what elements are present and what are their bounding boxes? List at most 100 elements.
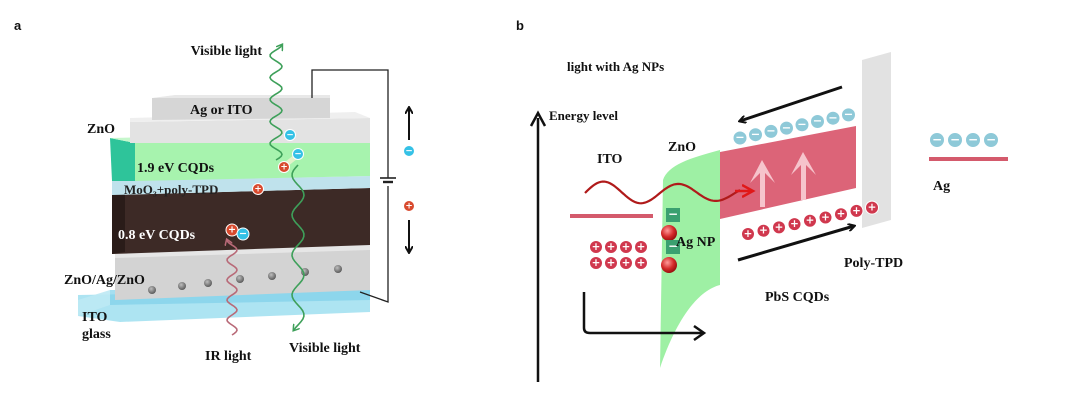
electron-icon: − [965, 132, 981, 148]
svg-text:+: + [637, 241, 646, 253]
hole-icon: + [604, 256, 618, 270]
svg-text:−: − [813, 115, 822, 128]
svg-text:+: + [254, 184, 261, 194]
svg-text:+: + [622, 257, 631, 269]
ito-label: ITO [82, 310, 108, 325]
svg-text:−: − [968, 132, 978, 146]
svg-text:+: + [280, 162, 287, 172]
electron-icon: − [292, 148, 304, 160]
ag-np-sphere [661, 225, 677, 241]
electron-icon: − [403, 145, 415, 157]
energy-axis-arrowhead [529, 110, 547, 127]
svg-text:+: + [405, 201, 412, 211]
svg-text:+: + [790, 218, 799, 230]
hole-icon: + [619, 256, 633, 270]
hole-icon: + [225, 223, 239, 237]
svg-text:+: + [592, 257, 601, 269]
electron-icon: − [794, 117, 810, 133]
hole-icon: + [252, 183, 264, 195]
cqd-1-9-label: 1.9 eV CQDs [137, 161, 215, 176]
excitation-arrow-up [750, 160, 775, 207]
panel-b-label: b [516, 18, 524, 33]
hole-icon: + [278, 161, 290, 173]
hole-icon: + [403, 200, 415, 212]
visible-light-bottom-label: Visible light [289, 341, 361, 356]
svg-text:−: − [782, 121, 791, 134]
zno-label: ZnO [87, 122, 115, 137]
electron-icon: − [732, 130, 748, 146]
electron-icon: − [841, 107, 856, 123]
incident-light-wave [584, 180, 741, 205]
ir-cqd-layer [112, 188, 370, 254]
excitation-arrow-up [791, 152, 816, 200]
hole-icon: + [803, 213, 817, 228]
electron-icon: − [947, 132, 963, 148]
ir-light-label: IR light [205, 349, 252, 364]
electron-transport-arrow [740, 85, 843, 121]
svg-text:+: + [228, 225, 236, 236]
electron-icon: − [763, 123, 779, 139]
svg-text:−: − [405, 146, 412, 156]
poly-tpd-label: Poly-TPD [844, 256, 903, 271]
svg-text:−: − [986, 132, 996, 146]
svg-text:−: − [950, 132, 960, 146]
zno-band-region [660, 150, 720, 368]
ag-nanoparticle: − [661, 207, 680, 241]
panel-b-charges: −−−−−−−−+++++++++++++++++−−−−−− [589, 107, 999, 273]
panel-b: b light with Ag NPs Energy level −−−−−−−… [516, 18, 1008, 382]
hole-icon: + [589, 240, 603, 254]
electron-icon: − [284, 129, 296, 141]
panel-a-label: a [14, 18, 22, 33]
hole-icon: + [787, 217, 802, 232]
zno-ag-zno-label: ZnO/Ag/ZnO [64, 273, 145, 288]
electron-icon: − [236, 227, 250, 241]
htl-label: MoO₃+poly-TPD [124, 182, 218, 197]
svg-text:+: + [637, 257, 646, 269]
svg-text:−: − [239, 229, 247, 240]
svg-text:−: − [735, 131, 744, 144]
svg-text:+: + [622, 241, 631, 253]
ir-light-wave [227, 240, 238, 336]
svg-text:−: − [668, 207, 678, 221]
ag-nanoparticle: − [661, 239, 680, 273]
svg-text:−: − [286, 130, 293, 140]
svg-text:+: + [821, 211, 830, 223]
ag-np-sphere [661, 257, 677, 273]
electron-icon: − [825, 110, 841, 126]
hole-icon: + [756, 223, 771, 238]
energy-axis-label: Energy level [549, 108, 618, 123]
visible-light-wave-down [291, 164, 305, 330]
svg-text:+: + [759, 225, 768, 237]
electrode-label: Ag or ITO [190, 103, 253, 118]
svg-text:−: − [766, 125, 775, 138]
external-circuit [311, 69, 409, 303]
poly-tpd-barrier [862, 52, 891, 228]
ag-nanoparticle-dot [236, 275, 244, 283]
electron-icon: − [779, 120, 794, 136]
svg-text:+: + [868, 202, 877, 214]
hole-icon: + [849, 203, 864, 218]
hole-icon: + [865, 200, 879, 215]
visible-light-wave [269, 45, 282, 161]
visible-light-top-label: Visible light [191, 44, 263, 59]
ag-electrode-label: Ag [933, 179, 950, 194]
hole-icon: + [834, 207, 848, 222]
hole-icon: + [619, 240, 633, 254]
ag-nanoparticle-dot [204, 279, 212, 287]
pbs-cqds-label: PbS CQDs [765, 290, 830, 305]
svg-text:+: + [744, 228, 753, 240]
hole-icon: + [634, 240, 648, 254]
svg-text:+: + [607, 241, 616, 253]
hole-icon: + [818, 210, 833, 225]
top-electrode-layer [152, 95, 330, 120]
ag-np-label: Ag NP [676, 235, 716, 250]
hole-icon: + [772, 220, 786, 235]
carrier-path-arrow [582, 292, 703, 335]
electron-icon: − [929, 132, 945, 148]
electron-icon: − [810, 114, 825, 129]
hole-transport-arrow [737, 226, 854, 262]
panel-b-title: light with Ag NPs [567, 59, 664, 74]
svg-text:−: − [797, 118, 806, 131]
